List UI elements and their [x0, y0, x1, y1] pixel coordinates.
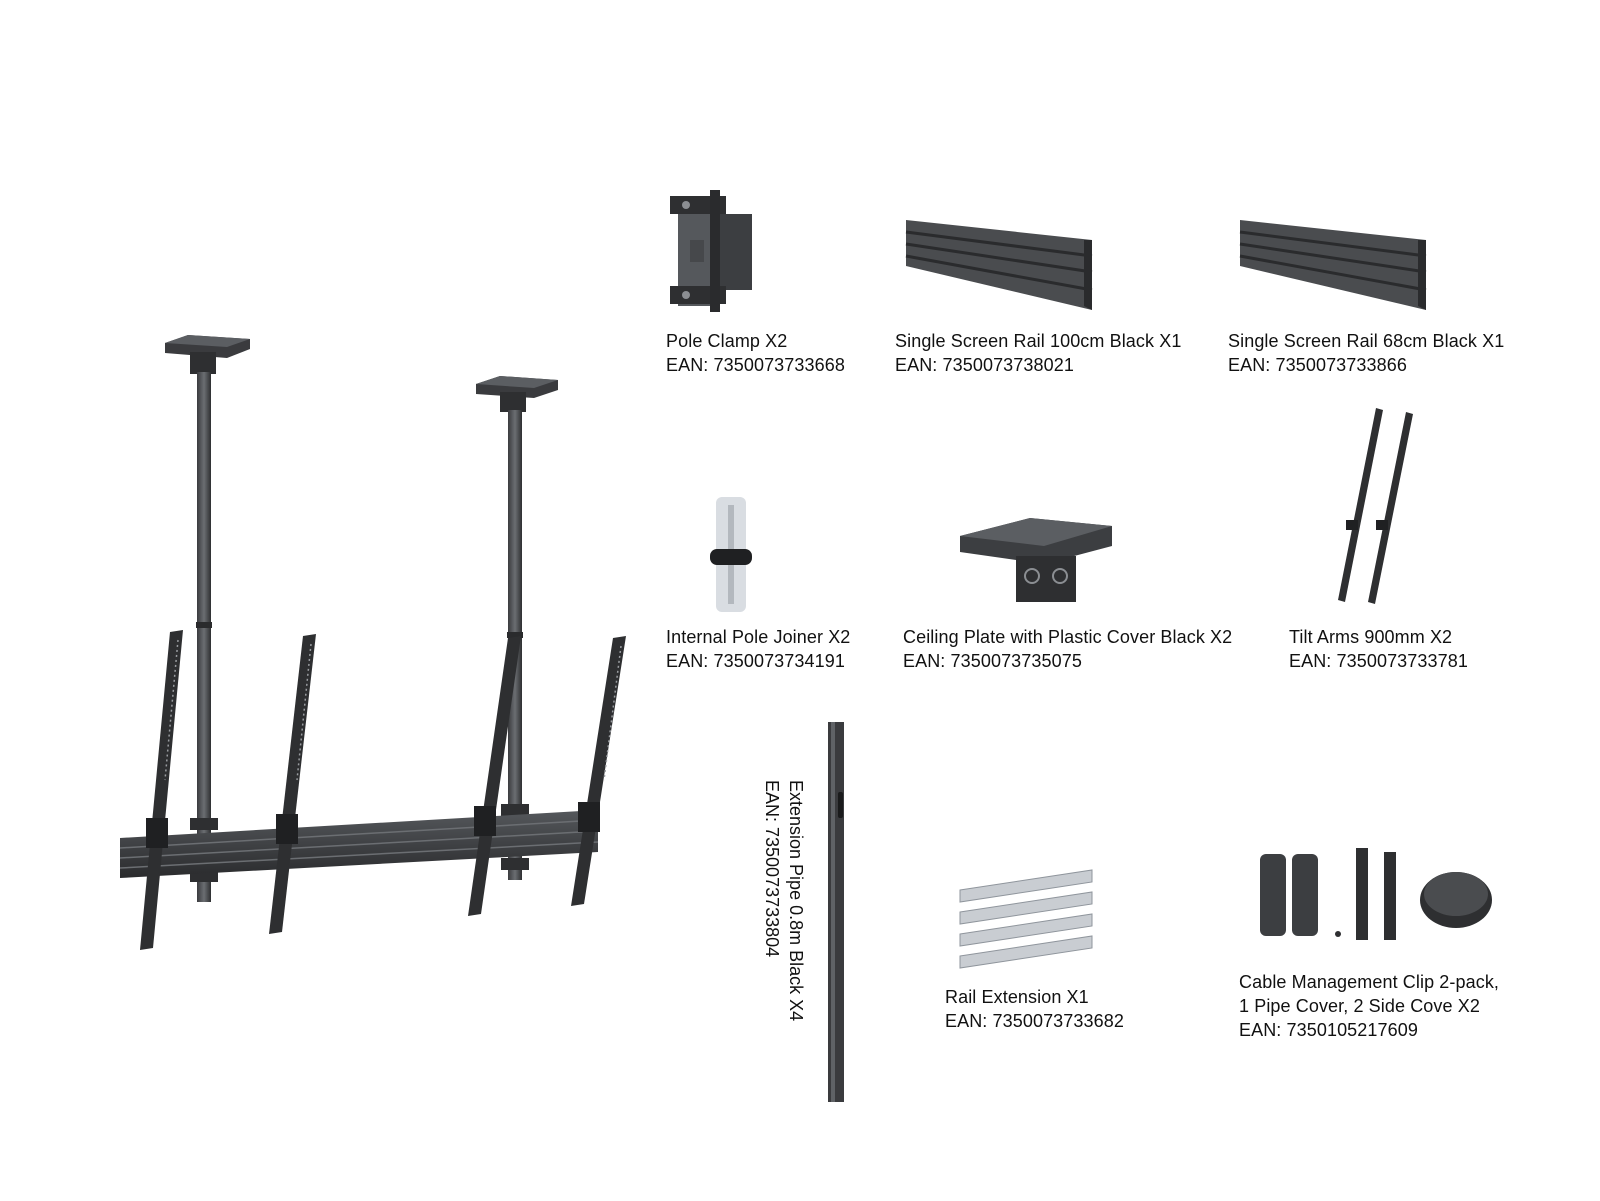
cable-management-name-line1: Cable Management Clip 2-pack, [1239, 972, 1500, 992]
rail-extension-caption: Rail Extension X1 EAN: 7350073733682 [945, 985, 1124, 1033]
assembled-mount-image [119, 335, 626, 950]
ceiling-plate-caption: Ceiling Plate with Plastic Cover Black X… [903, 625, 1232, 673]
cable-management-image [1260, 848, 1492, 940]
extension-pipe-ean: EAN: 7350073733804 [762, 780, 782, 958]
ceiling-plate-ean: EAN: 7350073735075 [903, 651, 1082, 671]
rail-100cm-caption: Single Screen Rail 100cm Black X1 EAN: 7… [895, 329, 1181, 377]
cable-management-caption: Cable Management Clip 2-pack, 1 Pipe Cov… [1239, 970, 1499, 1042]
cable-management-ean: EAN: 7350105217609 [1239, 1020, 1418, 1040]
pole-clamp-ean: EAN: 7350073733668 [666, 355, 845, 375]
ceiling-plate-image [960, 518, 1112, 602]
extension-pipe-caption: Extension Pipe 0.8m Black X4 EAN: 735007… [760, 780, 808, 1021]
rail-100cm-name: Single Screen Rail 100cm Black X1 [895, 331, 1182, 351]
extension-pipe-name: Extension Pipe 0.8m Black X4 [786, 780, 806, 1022]
pole-joiner-image [710, 497, 752, 612]
tilt-arms-name: Tilt Arms 900mm X2 [1289, 627, 1453, 647]
rail-extension-image [959, 869, 1093, 969]
rail-100cm-ean: EAN: 7350073738021 [895, 355, 1074, 375]
rail-100cm-image [905, 220, 1093, 310]
ceiling-plate-name: Ceiling Plate with Plastic Cover Black X… [903, 627, 1233, 647]
cable-management-name-line2: 1 Pipe Cover, 2 Side Cove X2 [1239, 996, 1480, 1016]
pole-clamp-name: Pole Clamp X2 [666, 331, 788, 351]
rail-68cm-caption: Single Screen Rail 68cm Black X1 EAN: 73… [1228, 329, 1504, 377]
pole-joiner-name: Internal Pole Joiner X2 [666, 627, 851, 647]
tilt-arms-ean: EAN: 7350073733781 [1289, 651, 1468, 671]
pole-joiner-caption: Internal Pole Joiner X2 EAN: 73500737341… [666, 625, 850, 673]
tilt-arms-caption: Tilt Arms 900mm X2 EAN: 7350073733781 [1289, 625, 1468, 673]
extension-pipe-image [828, 722, 844, 1102]
rail-extension-name: Rail Extension X1 [945, 987, 1089, 1007]
rail-68cm-ean: EAN: 7350073733866 [1228, 355, 1407, 375]
pole-joiner-ean: EAN: 7350073734191 [666, 651, 845, 671]
rail-68cm-image [1239, 220, 1427, 310]
pole-clamp-caption: Pole Clamp X2 EAN: 7350073733668 [666, 329, 845, 377]
rail-extension-ean: EAN: 7350073733682 [945, 1011, 1124, 1031]
rail-68cm-name: Single Screen Rail 68cm Black X1 [1228, 331, 1505, 351]
pole-clamp-image [670, 190, 752, 312]
tilt-arms-image [1338, 408, 1413, 604]
